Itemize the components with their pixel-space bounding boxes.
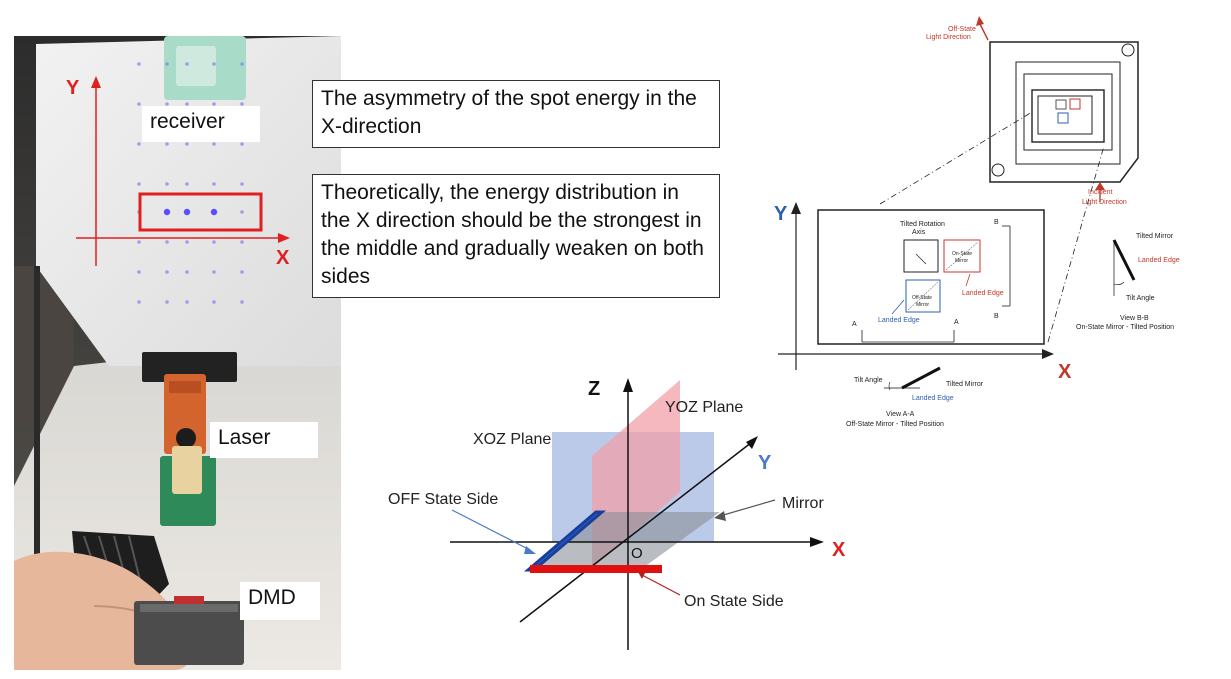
landed-edge-aa: Landed Edge xyxy=(912,395,954,402)
laser-dot xyxy=(165,102,169,106)
xoz-plane-label: XOZ Plane xyxy=(473,431,551,448)
dmd-axis-y-label: Y xyxy=(774,203,788,225)
laser-dot xyxy=(165,270,169,274)
laser-dot xyxy=(137,102,141,106)
laser-dot xyxy=(137,142,141,146)
view-aa-line2: Off-State Mirror - Tilted Position xyxy=(846,421,944,428)
tilted-rotation-line1: Tilted Rotation xyxy=(900,221,945,228)
view-bb-line2: On-State Mirror - Tilted Position xyxy=(1076,324,1174,331)
plane-diagram: Z Y X O YOZ Plane XOZ Plane OFF State Si… xyxy=(388,378,846,650)
section-a-right: A xyxy=(954,319,959,326)
laser-dot xyxy=(240,102,244,106)
laser-dot xyxy=(240,182,244,186)
receiver-label: receiver xyxy=(142,106,260,142)
incident-light-line1: Incident xyxy=(1088,189,1113,196)
dmd-axis-x-label: X xyxy=(1058,361,1072,383)
tilted-rotation-line2: Axis xyxy=(912,229,926,236)
plane-axis-z-label: Z xyxy=(588,378,600,400)
dmd-device xyxy=(134,601,244,665)
laser-dot xyxy=(185,240,189,244)
laser-dot xyxy=(212,142,216,146)
laser-dot xyxy=(165,62,169,66)
laser-dot xyxy=(137,300,141,304)
laser-label: Laser xyxy=(210,422,318,458)
view-aa-line1: View A-A xyxy=(886,411,915,418)
laser-dot xyxy=(165,142,169,146)
off-state-mirror-line1: Off-State xyxy=(912,295,932,301)
photo-axis-y-label: Y xyxy=(66,77,80,99)
dmd-label: DMD xyxy=(240,582,320,620)
view-bb-line1: View B-B xyxy=(1120,315,1149,322)
laser-dot xyxy=(185,62,189,66)
laser-dot xyxy=(185,142,189,146)
off-state-side-label: OFF State Side xyxy=(388,491,498,508)
laser-dot-grid xyxy=(137,62,244,304)
section-a-left: A xyxy=(852,321,857,328)
laser-dot xyxy=(240,210,244,214)
laser-dot xyxy=(212,270,216,274)
asymmetry-callout: The asymmetry of the spot energy in the … xyxy=(312,80,720,148)
on-state-bar xyxy=(530,565,662,573)
laser-dot xyxy=(163,208,171,216)
laser-dot xyxy=(212,102,216,106)
laser-dot xyxy=(240,270,244,274)
laser-dot xyxy=(212,300,216,304)
landed-edge-red-label: Landed Edge xyxy=(962,290,1004,297)
mirror-detail-panel xyxy=(817,209,1045,345)
mirror-label: Mirror xyxy=(782,495,824,512)
plane-axis-y-label: Y xyxy=(758,452,772,474)
highlight-box xyxy=(138,192,263,232)
origin-label: O xyxy=(631,545,643,562)
laser-dot xyxy=(240,300,244,304)
dmd-diagram: Off-State Light Direction Incident Light… xyxy=(774,16,1180,428)
laser-dot xyxy=(185,300,189,304)
landed-edge-blue-label: Landed Edge xyxy=(878,317,920,324)
laser-dot xyxy=(183,208,191,216)
receiver-axes: Y X xyxy=(66,76,290,269)
tilt-angle-bb: Tilt Angle xyxy=(1126,295,1155,302)
off-state-mirror-line2: Mirror xyxy=(916,302,929,308)
theory-callout: Theoretically, the energy distribution i… xyxy=(312,174,720,298)
laser-dot xyxy=(240,62,244,66)
tilt-angle-aa: Tilt Angle xyxy=(854,377,883,384)
on-state-mirror-line1: On-State xyxy=(952,251,972,257)
laser-dot xyxy=(212,182,216,186)
laser-body xyxy=(164,374,206,454)
laser-dot xyxy=(240,142,244,146)
laser-dot xyxy=(185,270,189,274)
laser-dot xyxy=(137,270,141,274)
incident-light-line2: Light Direction xyxy=(1082,199,1127,206)
laser-dot xyxy=(137,182,141,186)
tilted-mirror-aa: Tilted Mirror xyxy=(946,381,984,388)
plane-axis-x-label: X xyxy=(832,539,846,561)
photo-axis-x-label: X xyxy=(276,247,290,269)
landed-edge-bb: Landed Edge xyxy=(1138,257,1180,264)
experiment-photo: Y X receiver Laser DMD xyxy=(14,36,341,670)
y-axis xyxy=(519,441,753,623)
laser-dot xyxy=(185,102,189,106)
yoz-plane-label: YOZ Plane xyxy=(665,399,743,416)
dmd-package xyxy=(989,41,1139,183)
laser-dot xyxy=(165,240,169,244)
section-b-top: B xyxy=(994,219,999,226)
section-b-bottom: B xyxy=(994,313,999,320)
off-state-light-line1: Off-State xyxy=(948,26,976,33)
laser-dot xyxy=(210,208,218,216)
on-state-side-label: On State Side xyxy=(684,593,784,610)
off-state-light-line2: Light Direction xyxy=(926,34,971,41)
laser-dot xyxy=(137,62,141,66)
laser-dot xyxy=(165,182,169,186)
laser-dot xyxy=(240,240,244,244)
laser-dot xyxy=(137,240,141,244)
laser-dot xyxy=(185,182,189,186)
tilted-mirror-bb: Tilted Mirror xyxy=(1136,233,1174,240)
laser-dot xyxy=(212,240,216,244)
on-state-mirror-line2: Mirror xyxy=(955,258,968,264)
laser-dot xyxy=(165,300,169,304)
tilted-axis-mirror xyxy=(903,239,939,273)
laser-dot xyxy=(212,62,216,66)
